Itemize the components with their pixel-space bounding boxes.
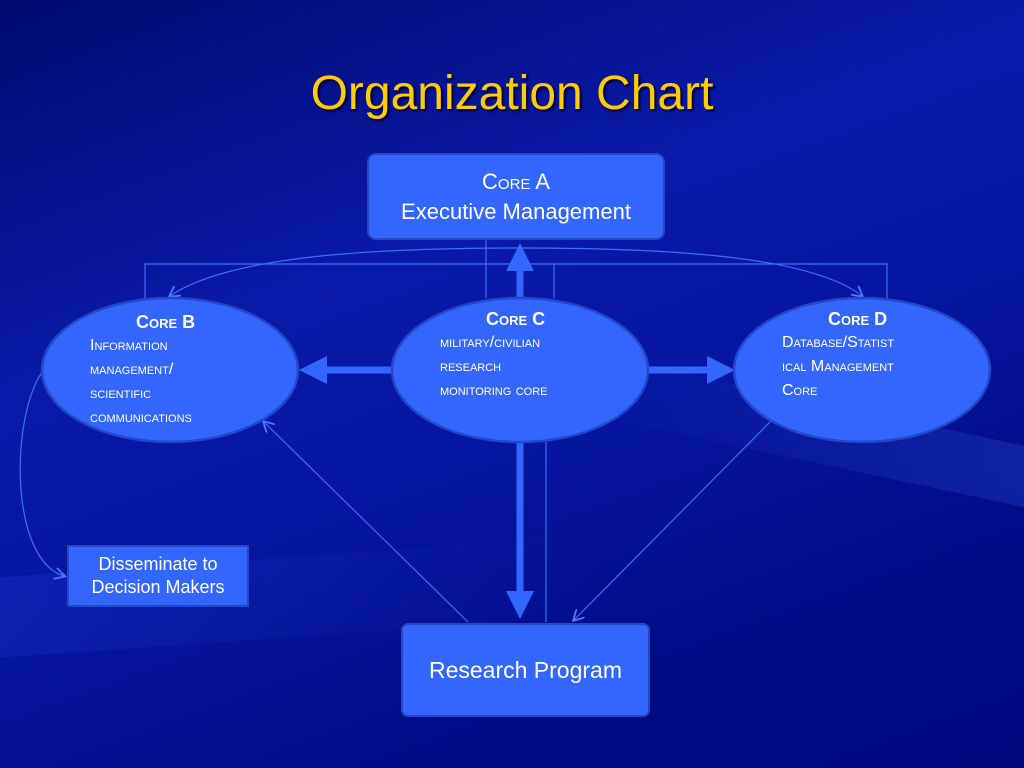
connector-line	[485, 240, 555, 298]
slide-title: Organization Chart	[310, 67, 714, 120]
core-b-line: management/	[90, 361, 174, 378]
bracket-line	[144, 263, 888, 298]
research-program-label: Research Program	[428, 656, 623, 683]
core-d-line: Database/Statist	[782, 334, 895, 351]
curved-arrow-to-b	[170, 247, 521, 296]
core-b-line: Information	[90, 337, 168, 354]
core-d-ellipse	[732, 296, 992, 444]
core-a-desc: Executive Management	[401, 198, 631, 224]
research-program-box[interactable]: Research Program	[401, 623, 650, 717]
arrow-d-to-research	[574, 419, 773, 620]
core-c-ellipse	[390, 296, 650, 444]
core-b-text[interactable]: Core B Information management/ scientifi…	[90, 310, 290, 430]
core-b-line: communications	[90, 409, 192, 426]
disseminate-line: Disseminate to	[98, 554, 218, 574]
core-a-name: Core A	[482, 168, 550, 194]
core-c-text[interactable]: Core C military/civilian research monito…	[440, 307, 640, 403]
core-c-line: monitoring core	[440, 382, 548, 399]
core-b-ellipse	[40, 296, 300, 444]
core-b-line: scientific	[90, 385, 152, 402]
disseminate-line: Decision Makers	[91, 577, 225, 597]
core-d-name: Core D	[828, 309, 888, 329]
core-c-line: research	[440, 358, 502, 375]
arrow-b-to-disseminate	[19, 371, 64, 576]
disseminate-box[interactable]: Disseminate to Decision Makers	[67, 545, 249, 607]
core-d-text[interactable]: Core D Database/Statist ical Management …	[782, 307, 982, 403]
core-b-name: Core B	[136, 312, 196, 332]
core-c-name: Core C	[486, 309, 546, 329]
core-d-line: ical Management	[782, 358, 894, 375]
arrow-research-to-b	[264, 422, 469, 623]
core-c-line: military/civilian	[440, 334, 541, 351]
curved-arrow-to-d	[519, 247, 862, 296]
core-a-box[interactable]: Core A Executive Management	[367, 153, 665, 240]
core-d-line: Core	[782, 382, 818, 399]
